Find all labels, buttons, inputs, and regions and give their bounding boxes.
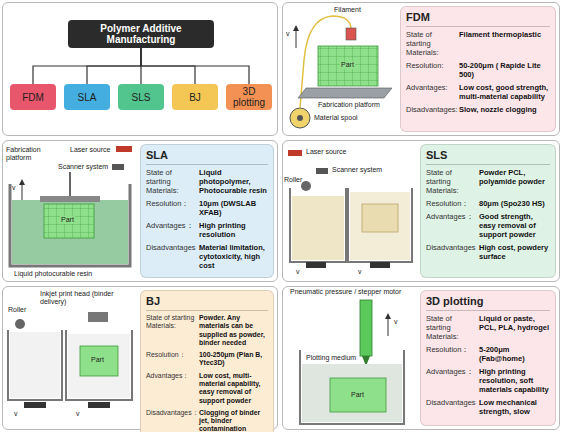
- field-name: Resolution：: [426, 345, 476, 363]
- field-name: State of starting Materials:: [426, 168, 476, 195]
- info-box: BJ State of starting Materials:Powder. An…: [140, 290, 274, 432]
- field-value: Liquid or paste, PCL, PLA, hydrogel: [479, 314, 550, 341]
- part-label: Part: [340, 61, 355, 69]
- process-box: 3D plotting: [226, 84, 272, 110]
- part-label: Part: [350, 391, 365, 399]
- panel-title: SLS: [426, 149, 550, 165]
- field-name: Advantages:: [406, 83, 456, 101]
- panel-title: 3D plotting: [426, 295, 550, 311]
- box-label: SLA: [78, 92, 97, 103]
- part-label: Roller: [8, 306, 26, 314]
- field-value: Low cost, multi-material capability, eas…: [199, 372, 268, 405]
- field-value: Good strength, easy removal of support p…: [479, 212, 550, 239]
- field-value: 80μm (Spo230 HS): [479, 199, 550, 208]
- process-box: Polymer Additive Manufacturing: [68, 20, 214, 48]
- field-value: 50-200μm ( Rapide Lite 500): [459, 61, 550, 79]
- info-box: 3D plottingState of starting Materials:L…: [420, 290, 556, 426]
- field-name: State of starting Materials:: [146, 168, 196, 195]
- field-name: State of starting Materials:: [406, 30, 456, 57]
- panel-title: SLA: [146, 149, 268, 165]
- field-name: Advantages：: [426, 212, 476, 239]
- field-name: State of starting Materials:: [146, 314, 196, 347]
- field-name: State of starting Materials:: [426, 314, 476, 341]
- part-label: Scanner system: [332, 166, 382, 174]
- field-value: Low mechanical strength, slow: [479, 398, 550, 416]
- field-value: 100-250μm (Pian B, Ytec3D): [199, 351, 268, 368]
- part-label: Plotting medium: [306, 354, 356, 362]
- field-name: Resolution：: [146, 199, 196, 217]
- field-name: Advantages：: [146, 221, 196, 239]
- tree-connector: [33, 48, 141, 84]
- field-value: Slow, nozzle clogging: [459, 105, 550, 114]
- box-label: 3D plotting: [229, 86, 269, 108]
- field-name: Disadvantages：: [146, 409, 196, 432]
- field-name: Disadvantages:: [406, 105, 456, 114]
- part-label: v: [394, 318, 398, 326]
- part-label: Roller: [284, 176, 302, 184]
- field-name: Disadvantages：: [426, 243, 476, 261]
- part-label: Liquid photocurable resin: [14, 270, 92, 278]
- process-box: SLS: [118, 84, 164, 110]
- field-value: High cost, powdery surface: [479, 243, 550, 261]
- part-label: Fabrication platform: [318, 101, 380, 109]
- field-value: Material limitation, cytotoxicity, high …: [199, 243, 268, 270]
- box-label: SLS: [132, 92, 151, 103]
- field-value: Filament thermoplastic: [459, 30, 550, 57]
- panel-title: BJ: [146, 295, 268, 311]
- part-label: Laser source: [70, 146, 110, 154]
- process-box: SLA: [64, 84, 110, 110]
- field-name: Resolution:: [406, 61, 456, 79]
- info-box: SLA State of starting Materials:Liquid ph…: [140, 144, 274, 278]
- field-value: Powder. Any materials can be supplied as…: [199, 314, 268, 347]
- part-label: Part: [60, 216, 75, 224]
- part-label: Fabrication platform: [6, 146, 58, 162]
- field-name: Advantages：: [426, 367, 476, 394]
- part-label: v: [286, 30, 290, 38]
- field-value: 10μm (DWSLAB XFAB): [199, 199, 268, 217]
- box-label: BJ: [189, 92, 201, 103]
- box-label: Polymer Additive Manufacturing: [71, 23, 211, 45]
- box-label: FDM: [22, 92, 44, 103]
- field-name: Resolution：: [146, 351, 196, 368]
- field-value: High printing resolution: [199, 221, 268, 239]
- tree-connector: [87, 48, 141, 84]
- part-label: Material spool: [314, 114, 358, 122]
- info-box: FDM State of starting Materials:Filament …: [400, 6, 556, 132]
- field-name: Resolution：: [426, 199, 476, 208]
- info-box: SLS State of starting Materials:Powder PC…: [420, 144, 556, 278]
- panel-title: FDM: [406, 11, 550, 27]
- field-value: Liquid photopolymer, Photocurable resin: [199, 168, 268, 195]
- field-name: Advantages：: [146, 372, 196, 405]
- field-value: 5-200μm (Fab@home): [479, 345, 550, 363]
- field-value: Clogging of binder jet, binder contamina…: [199, 409, 268, 432]
- part-label: Part: [90, 356, 105, 364]
- process-box: BJ: [172, 84, 218, 110]
- process-box: FDM: [10, 84, 56, 110]
- part-label: Filament: [334, 6, 361, 14]
- part-label: v: [296, 268, 300, 276]
- field-value: Powder PCL, polyamide powder: [479, 168, 550, 195]
- part-label: v: [12, 184, 16, 192]
- part-label: Laser source: [306, 148, 346, 156]
- part-label: v: [76, 410, 80, 418]
- field-name: Disadvantages：: [146, 243, 196, 270]
- field-value: High printing resolution, soft materials…: [479, 367, 550, 394]
- field-name: Disadvantages：: [426, 398, 476, 416]
- tree-connector: [141, 48, 249, 84]
- part-label: Inkjet print head (binder delivery): [40, 290, 130, 306]
- part-label: v: [358, 268, 362, 276]
- field-value: Low cost, good strength, multi-material …: [459, 83, 550, 101]
- part-label: v: [14, 410, 18, 418]
- part-label: Pneumatic pressure / stepper motor: [290, 288, 401, 296]
- part-label: Scanner system: [58, 163, 108, 171]
